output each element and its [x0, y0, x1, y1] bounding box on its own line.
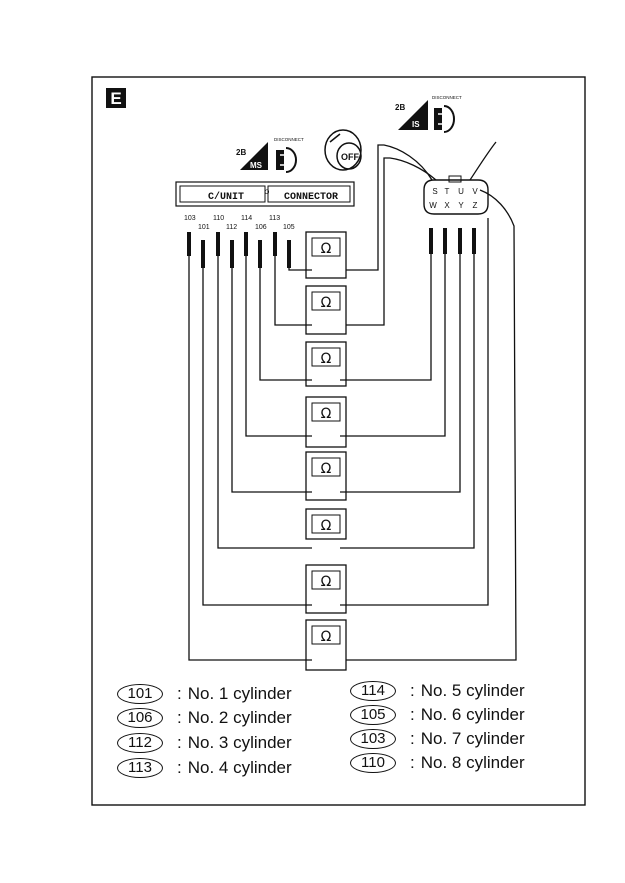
legend-item: 103 : No. 7 cylinder: [350, 729, 525, 749]
svg-text:DISCONNECT: DISCONNECT: [432, 95, 462, 100]
ohm-symbol: Ω: [321, 241, 332, 257]
terminal-106: 106: [255, 224, 267, 231]
ohmmeter: Ω: [305, 285, 347, 335]
disconnect-connector-icon-right: DISCONNECT: [432, 95, 462, 133]
ohmmeter: Ω: [305, 231, 347, 279]
legend-text: No. 3 cylinder: [187, 733, 292, 752]
legend-text: No. 6 cylinder: [420, 705, 525, 724]
svg-text:IS: IS: [412, 120, 420, 129]
svg-text:MS: MS: [250, 161, 263, 170]
legend-code: 105: [350, 705, 396, 725]
ohmmeter: Ω: [305, 619, 347, 671]
legend-code: 101: [117, 684, 163, 704]
ignition-off-icon: OFF: [324, 129, 362, 171]
legend-separator: :: [177, 733, 182, 752]
injector-probes: [429, 228, 476, 254]
legend-text: No. 1 cylinder: [187, 684, 292, 703]
terminal-101: 101: [198, 224, 210, 231]
pin-w: W: [429, 201, 437, 210]
svg-text:DISCONNECT: DISCONNECT: [274, 137, 304, 142]
ohm-symbol: Ω: [321, 574, 332, 590]
connector-divider: O: [265, 190, 270, 196]
disconnect-connector-icon-left: DISCONNECT: [274, 137, 304, 173]
diagram-frame: [91, 76, 586, 806]
ohmmeter: Ω: [305, 341, 347, 387]
ohm-symbol: Ω: [321, 461, 332, 477]
svg-text:2B: 2B: [236, 148, 246, 157]
legend-separator: :: [410, 729, 415, 748]
legend-item: 113 : No. 4 cylinder: [117, 758, 292, 778]
connector-label: CONNECTOR: [284, 192, 338, 203]
legend-text: No. 2 cylinder: [187, 708, 292, 727]
terminal-110: 110: [213, 215, 224, 222]
ohmmeter: Ω: [305, 564, 347, 614]
legend-text: No. 8 cylinder: [420, 753, 525, 772]
ignition-key-icon-left: 2B MS: [236, 142, 268, 170]
legend-separator: :: [177, 684, 182, 703]
legend-item: 101 : No. 1 cylinder: [117, 684, 292, 704]
terminal-103: 103: [184, 215, 196, 222]
ohm-symbol: Ω: [321, 406, 332, 422]
pin-y: Y: [458, 201, 464, 210]
terminal-114: 114: [241, 215, 252, 222]
legend-separator: :: [410, 681, 415, 700]
legend-code: 110: [350, 753, 396, 773]
legend-text: No. 4 cylinder: [187, 758, 292, 777]
terminal-probes: [187, 232, 291, 268]
legend-separator: :: [177, 708, 182, 727]
legend-item: 112 : No. 3 cylinder: [117, 733, 292, 753]
ohm-symbol: Ω: [321, 351, 332, 367]
wiring: [188, 218, 489, 661]
injector-connector: S T U V W X Y Z: [423, 175, 489, 215]
legend-item: 114 : No. 5 cylinder: [350, 681, 525, 701]
legend-code: 112: [117, 733, 163, 753]
terminal-112: 112: [226, 224, 237, 231]
ohmmeter: Ω: [305, 396, 347, 448]
pin-z: Z: [473, 201, 478, 210]
svg-text:2B: 2B: [395, 103, 405, 112]
pin-t: T: [445, 187, 450, 196]
pin-s: S: [432, 187, 437, 196]
legend-separator: :: [410, 705, 415, 724]
pin-u: U: [458, 187, 464, 196]
ohm-symbol: Ω: [321, 629, 332, 645]
legend-code: 103: [350, 729, 396, 749]
pin-v: V: [472, 187, 478, 196]
legend-separator: :: [410, 753, 415, 772]
terminal-113: 113: [269, 215, 280, 222]
upper-leads: [340, 141, 517, 661]
legend-text: No. 7 cylinder: [420, 729, 525, 748]
ohm-symbol: Ω: [321, 518, 332, 534]
legend-item: 110 : No. 8 cylinder: [350, 753, 525, 773]
legend-code: 114: [350, 681, 396, 701]
ohmmeter: Ω: [305, 508, 347, 540]
control-unit-label: C/UNIT: [208, 191, 244, 203]
terminal-105: 105: [283, 224, 295, 231]
control-unit-connector: C/UNIT O CONNECTOR: [175, 181, 355, 207]
legend-code: 106: [117, 708, 163, 728]
legend-item: 105 : No. 6 cylinder: [350, 705, 525, 725]
panel-label-box: [106, 88, 126, 108]
ohmmeter-column: Ω Ω Ω Ω Ω Ω Ω Ω: [305, 231, 347, 671]
legend-code: 113: [117, 758, 163, 778]
svg-text:OFF: OFF: [341, 152, 359, 162]
ohmmeter: Ω: [305, 451, 347, 501]
ohm-symbol: Ω: [321, 295, 332, 311]
ignition-key-icon-right: 2B IS: [395, 100, 428, 130]
panel-label: E: [110, 89, 121, 108]
legend-text: No. 5 cylinder: [420, 681, 525, 700]
legend-item: 106 : No. 2 cylinder: [117, 708, 292, 728]
pin-x: X: [444, 201, 450, 210]
legend-separator: :: [177, 758, 182, 777]
